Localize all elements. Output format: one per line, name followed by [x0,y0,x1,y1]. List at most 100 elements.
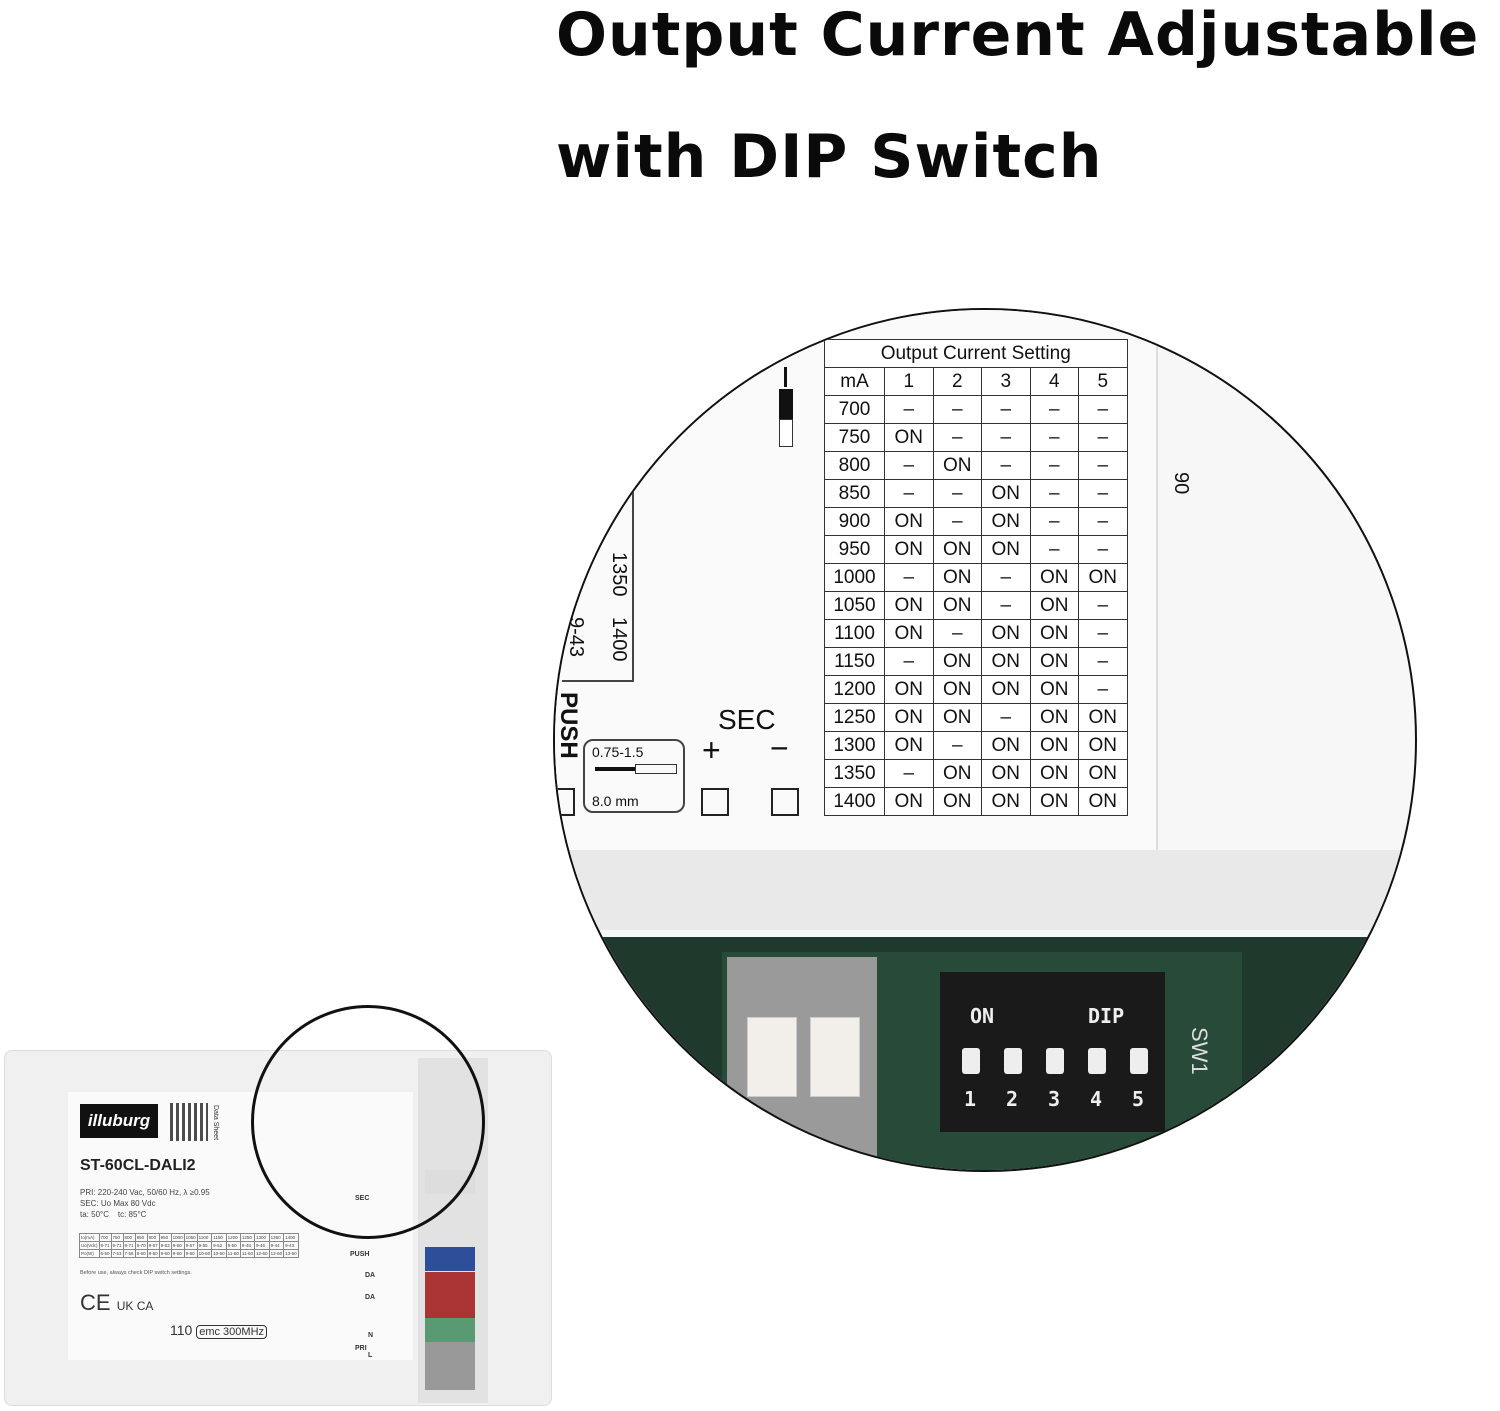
switch-cell: ON [884,591,934,620]
switch-cell: ON [1029,647,1079,676]
switch-cell: ON [981,731,1031,760]
switch-cell: ON [981,675,1031,704]
spec-cell: 9-71 [110,1241,124,1250]
switch-cell: ON [981,535,1031,564]
switch-cell: – [1078,507,1128,536]
switch-cell: 4 [1029,367,1079,396]
spec-cell: 9-44 [268,1241,285,1250]
switch-cell: – [932,479,982,508]
spec-row-label: Uo(Vdc) [79,1241,100,1250]
headline-line-1: Output Current Adjustable [556,0,1480,70]
brand-logo: illuburg [80,1104,158,1138]
spec-cell: 9-67 [146,1241,160,1250]
switch-cell: 2 [932,367,982,396]
switch-cell: – [1029,479,1079,508]
spec-cell: 9-60 [183,1249,198,1258]
ma-cell: 1250 [824,703,885,732]
dip-number-label: 1 [964,1087,977,1111]
ma-cell: 1350 [824,759,885,788]
switch-cell: – [932,507,982,536]
spec-cell: 750 [110,1233,124,1242]
switch-cell: 1 [884,367,934,396]
switch-cell: – [1078,591,1128,620]
switch-cell: – [1078,479,1128,508]
switch-cell: ON [1078,731,1128,760]
switch-cell: ON [981,647,1031,676]
terminal-push-label: PUSH [350,1251,370,1258]
switch-cell: ON [981,507,1031,536]
terminal-lever[interactable] [747,1017,797,1097]
ce-mark: CE [80,1290,111,1315]
switch-cell: – [981,423,1031,452]
earth-terminal-lever[interactable] [425,1318,475,1342]
da-terminal-lever[interactable] [425,1272,475,1296]
switch-cell: ON [932,535,982,564]
spec-cell: 900 [146,1233,160,1242]
switch-cell: ON [1029,731,1079,760]
switch-cell: – [1029,507,1079,536]
switch-cell: ON [1029,787,1079,816]
switch-cell: – [981,703,1031,732]
on-direction-arrow-icon [779,367,793,447]
terminal-lever[interactable] [810,1017,860,1097]
spec-cell: 8-60 [146,1249,160,1258]
switch-cell: ON [884,703,934,732]
dip-switch-1[interactable] [962,1048,980,1074]
cell-partial: 90 [1170,472,1192,495]
switch-cell: ON [1029,759,1079,788]
dip-label: DIP [1088,1004,1125,1028]
table-title: Output Current Setting [824,339,1128,368]
ma-cell: 700 [824,395,885,424]
spec-cell: 950 [158,1233,172,1242]
spec-cell: 1300 [254,1233,270,1242]
dip-switch-2[interactable] [1004,1048,1022,1074]
ma-cell: 750 [824,423,885,452]
housing-edge [555,850,1415,930]
switch-cell: ON [1078,759,1128,788]
push-terminal-lever[interactable] [425,1247,475,1271]
dip-switch-5[interactable] [1130,1048,1148,1074]
terminal-n-label: N [368,1332,374,1339]
n-terminal-lever[interactable] [425,1342,475,1366]
spec-cell: 6-50 [98,1249,112,1258]
qr-caption: Data Sheet [212,1105,219,1141]
switch-cell: – [981,591,1031,620]
switch-cell: ON [884,731,934,760]
switch-cell: – [1078,423,1128,452]
ma-cell: 850 [824,479,885,508]
switch-cell: ON [884,423,934,452]
switch-cell: – [1078,535,1128,564]
spec-cell: 11-60 [225,1249,241,1258]
dip-switch-3[interactable] [1046,1048,1064,1074]
sec-spec: SEC: Uo Max 80 Vdc [80,1199,156,1208]
spec-cell: 9-52 [211,1241,227,1250]
switch-cell: – [1078,451,1128,480]
spec-cell: 700 [98,1233,112,1242]
switch-cell: ON [981,619,1031,648]
terminal-pri-label: PRI [355,1345,367,1352]
l-terminal-lever[interactable] [425,1366,475,1390]
spec-cell: 9-70 [134,1241,148,1250]
dip-switch-4[interactable] [1088,1048,1106,1074]
da-terminal-lever[interactable] [425,1296,475,1320]
switch-cell: ON [932,703,982,732]
cell-9-43: 9-43 [565,617,587,658]
terminal-da-label: DA [365,1294,376,1301]
spec-cell: 13-60 [283,1249,299,1258]
certification-marks: 110 emc 300MHz [80,1322,268,1339]
wire-spec-box: 0.75-1.5 8.0 mm [583,739,685,813]
spec-cell: 12-60 [254,1249,270,1258]
